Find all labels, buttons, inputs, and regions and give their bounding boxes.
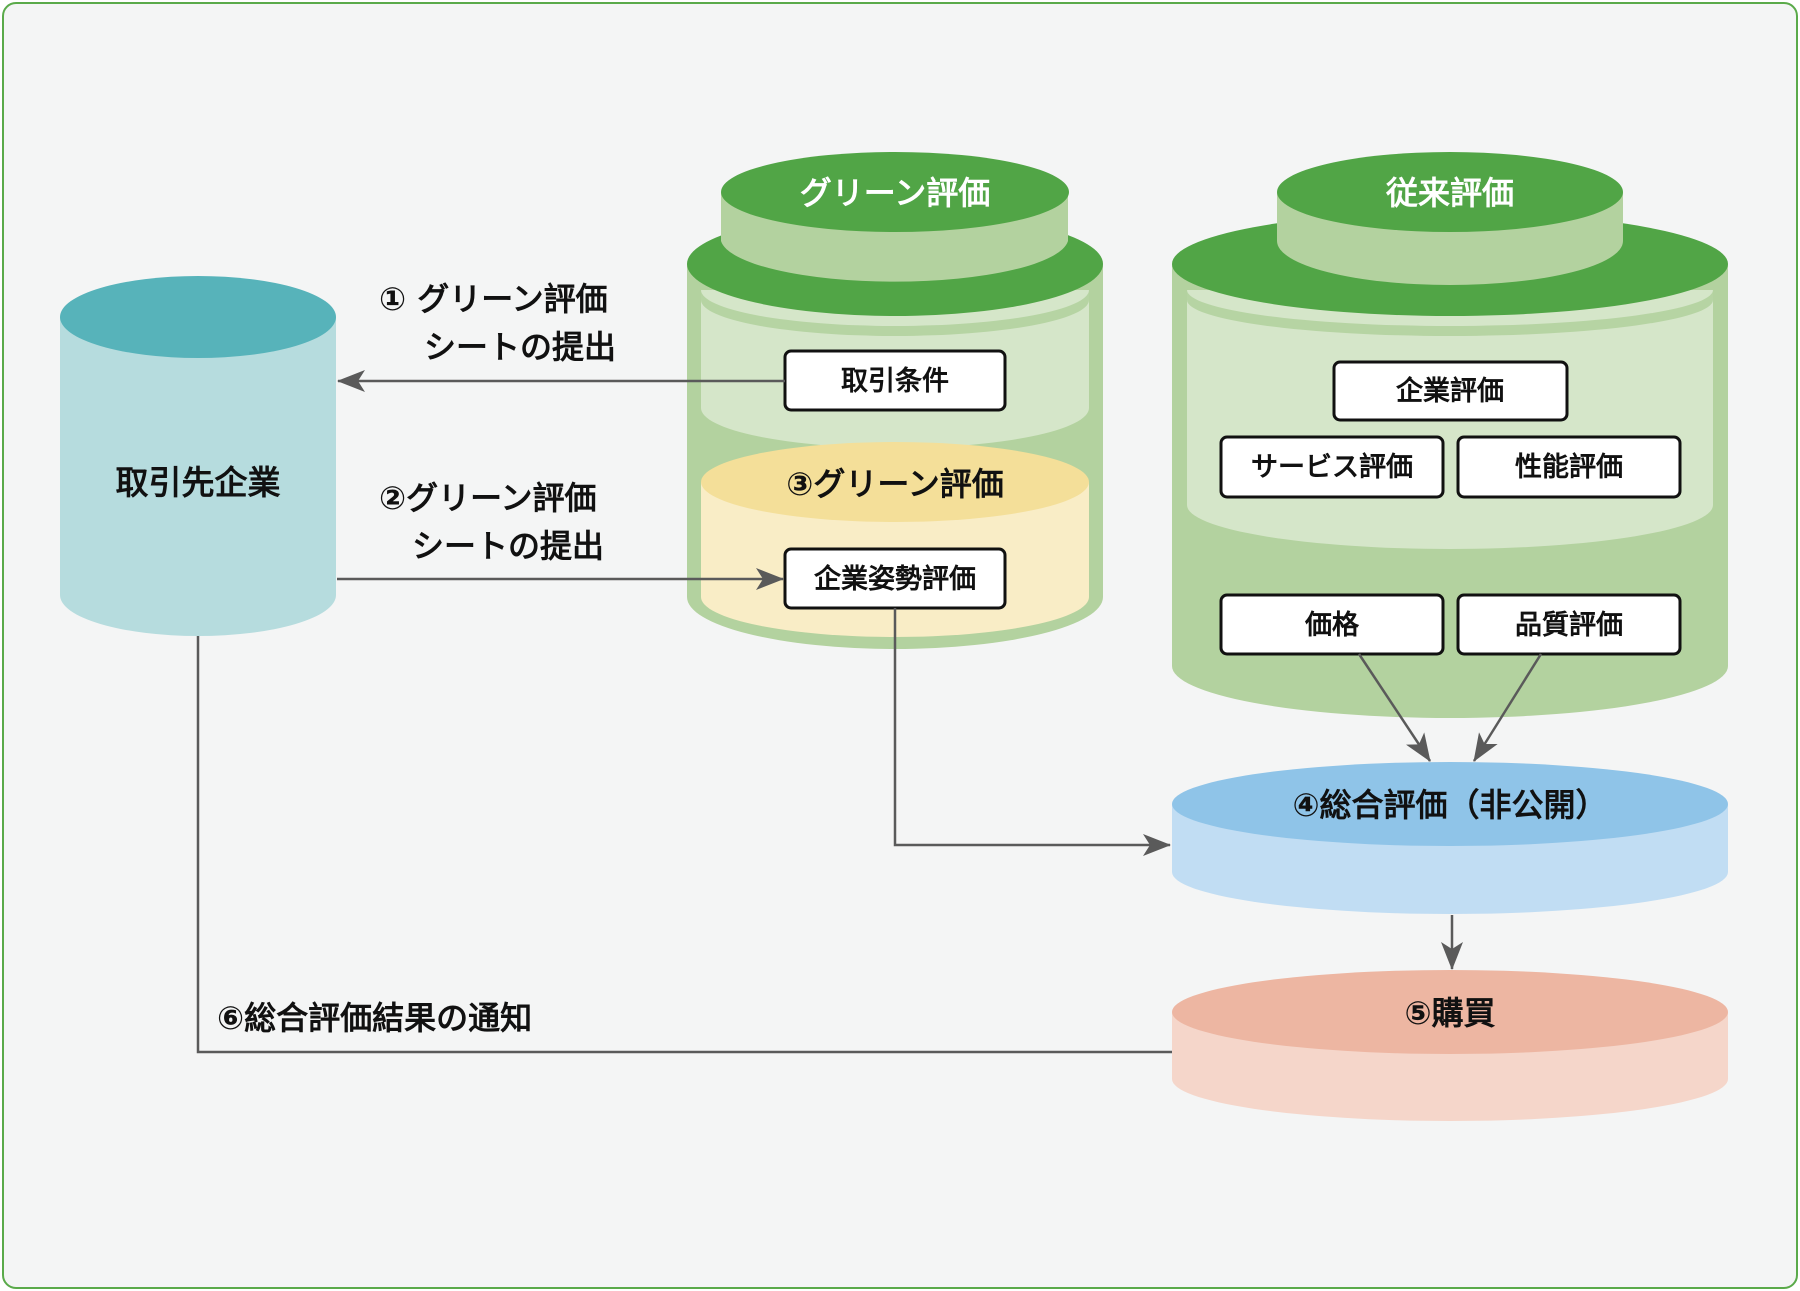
overall-eval-disk[interactable]: ④総合評価（非公開） (1172, 762, 1728, 914)
box-quality-eval-label: 品質評価 (1515, 609, 1623, 641)
box-price-label: 価格 (1304, 610, 1360, 641)
line-step6-notification (196, 636, 1172, 1054)
box-quality-eval[interactable]: 品質評価 (1456, 593, 1682, 656)
green-eval-cylinder[interactable]: グリーン評価 ③グリーン評価 取引条件 企業姿勢評価 (687, 152, 1103, 649)
box-corporate-posture-label: 企業姿勢評価 (814, 563, 976, 595)
box-price[interactable]: 価格 (1219, 593, 1445, 656)
partner-company-cylinder[interactable]: 取引先企業 (60, 276, 336, 636)
partner-cylinder-body (60, 317, 336, 636)
overall-eval-label: ④総合評価（非公開） (1292, 786, 1607, 824)
conventional-cap-rim (1187, 290, 1713, 336)
overall-disk-top (1172, 762, 1728, 846)
conventional-eval-title: 従来評価 (1385, 174, 1514, 212)
partner-label: 取引先企業 (116, 463, 281, 502)
green-step3-top (701, 442, 1089, 522)
green-cap-rim (701, 290, 1089, 336)
step1-label-line2: シートの提出 (424, 328, 616, 366)
arrow-price-to-overall (1357, 653, 1432, 762)
step2-label-line1: ②グリーン評価 (379, 479, 597, 517)
conventional-eval-cylinder[interactable]: 従来評価 企業評価 サービス評価 性能評価 価格 品質評価 (1172, 152, 1728, 718)
green-eval-title: グリーン評価 (800, 174, 990, 212)
box-service-eval[interactable]: サービス評価 (1219, 435, 1445, 499)
box-company-eval[interactable]: 企業評価 (1332, 360, 1569, 422)
conventional-top-cap (1277, 152, 1623, 232)
box-company-eval-label: 企業評価 (1396, 375, 1504, 407)
step1-label: ① グリーン評価 シートの提出 (379, 280, 616, 366)
purchase-disk-top (1172, 970, 1728, 1054)
step3-label: ③グリーン評価 (786, 465, 1004, 503)
purchase-disk[interactable]: ⑤購買 (1172, 970, 1728, 1121)
box-service-eval-label: サービス評価 (1251, 451, 1413, 483)
box-trade-terms[interactable]: 取引条件 (783, 349, 1007, 412)
purchase-label: ⑤購買 (1404, 994, 1495, 1032)
box-performance-eval-label: 性能評価 (1515, 451, 1623, 483)
arrow-quality-to-overall (1472, 653, 1543, 762)
step1-label-line1: ① グリーン評価 (379, 280, 608, 318)
box-performance-eval[interactable]: 性能評価 (1456, 435, 1682, 499)
box-trade-terms-label: 取引条件 (841, 366, 949, 397)
arrow-posture-to-overall (893, 608, 1171, 856)
green-top-cap (721, 152, 1069, 232)
step2-label: ②グリーン評価 シートの提出 (379, 479, 604, 565)
step6-label: ⑥総合評価結果の通知 (217, 999, 532, 1037)
step2-label-line2: シートの提出 (412, 527, 604, 565)
box-corporate-posture[interactable]: 企業姿勢評価 (783, 547, 1007, 610)
partner-cylinder-top (60, 276, 336, 358)
